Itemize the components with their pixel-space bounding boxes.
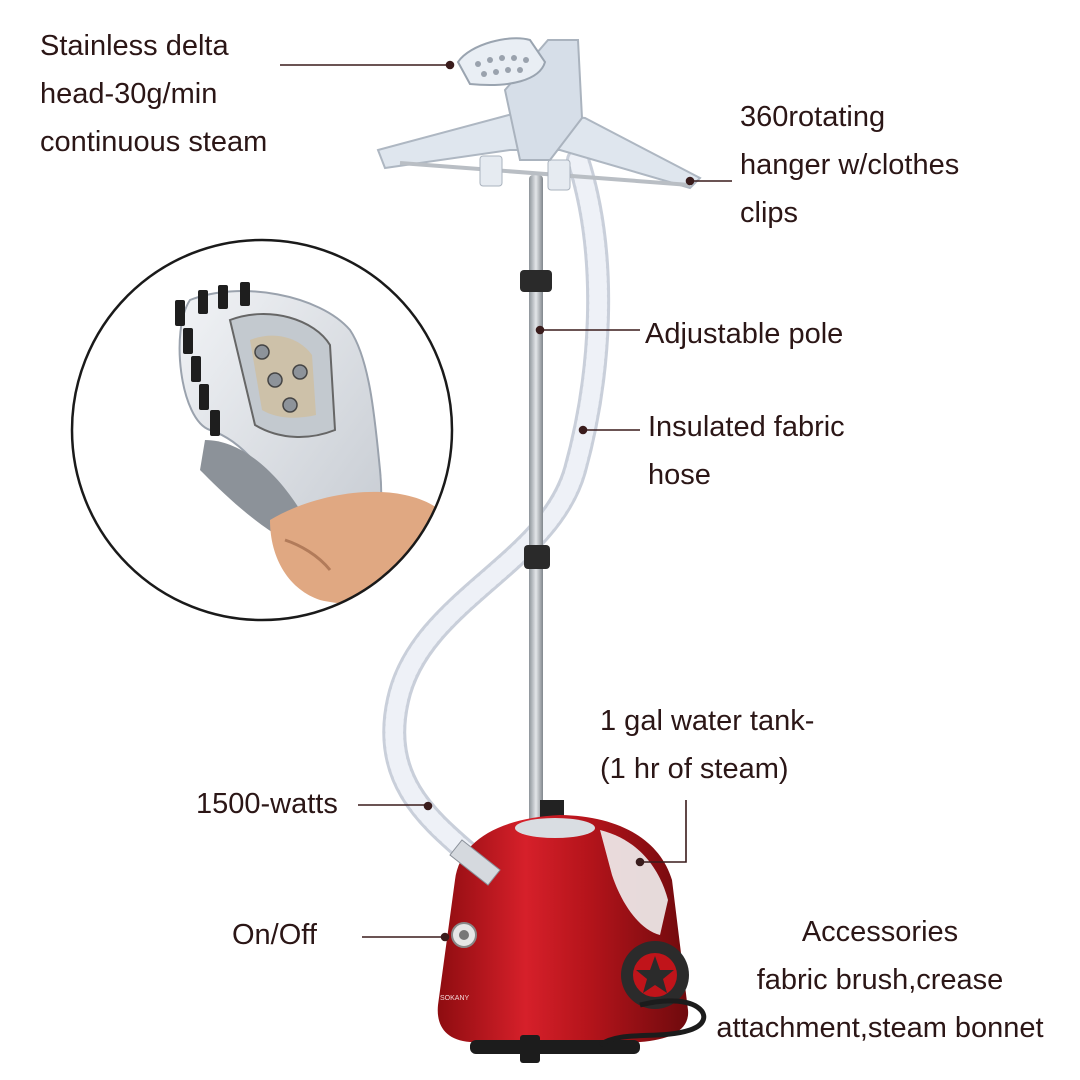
callout-hanger: 360rotating hanger w/clothes clips — [740, 93, 959, 237]
pole-clamp-upper — [520, 270, 552, 292]
water-tank-base — [437, 815, 707, 1063]
leader-lines — [280, 60, 732, 942]
callout-pole: Adjustable pole — [645, 310, 843, 358]
callout-head: Stainless delta head-30g/min continuous … — [40, 22, 267, 166]
inset-frame — [70, 238, 454, 622]
callout-tank-line-2: (1 hr of steam) — [600, 753, 789, 785]
callout-tank-line-1: 1 gal water tank- — [600, 705, 815, 737]
brand-mark: SOKANY — [440, 995, 470, 1002]
pole-clamp-lower — [524, 545, 550, 569]
callout-accessories-line-2: fabric brush,crease — [756, 964, 1004, 996]
callout-onoff: On/Off — [232, 911, 317, 959]
callout-hose: Insulated fabric hose — [648, 403, 845, 499]
callout-accessories-line-3: attachment,steam bonnet — [716, 1012, 1044, 1044]
brush-head-inset — [72, 240, 452, 620]
callout-watts: 1500-watts — [196, 780, 338, 828]
callout-hose-line-2: hose — [648, 459, 711, 491]
callout-tank: 1 gal water tank- (1 hr of steam) — [600, 697, 814, 793]
callout-head-line-3: continuous steam — [40, 126, 268, 158]
callout-hose-line-1: Insulated fabric — [648, 411, 845, 443]
callout-head-line-1: Stainless delta — [40, 30, 229, 62]
callout-hanger-line-1: 360rotating — [740, 101, 886, 133]
callout-accessories-line-1: Accessories — [801, 916, 959, 948]
callout-watts-line-1: 1500-watts — [196, 788, 338, 820]
callout-hanger-line-3: clips — [740, 197, 799, 229]
callout-accessories: Accessories fabric brush,crease attachme… — [690, 908, 1070, 1052]
adjustable-pole — [529, 175, 543, 825]
callout-hanger-line-2: hanger w/clothes — [740, 149, 960, 181]
callout-onoff-line-1: On/Off — [232, 919, 317, 951]
callout-pole-line-1: Adjustable pole — [645, 318, 844, 350]
rotating-hanger — [376, 37, 702, 191]
callout-head-line-2: head-30g/min — [40, 78, 218, 110]
